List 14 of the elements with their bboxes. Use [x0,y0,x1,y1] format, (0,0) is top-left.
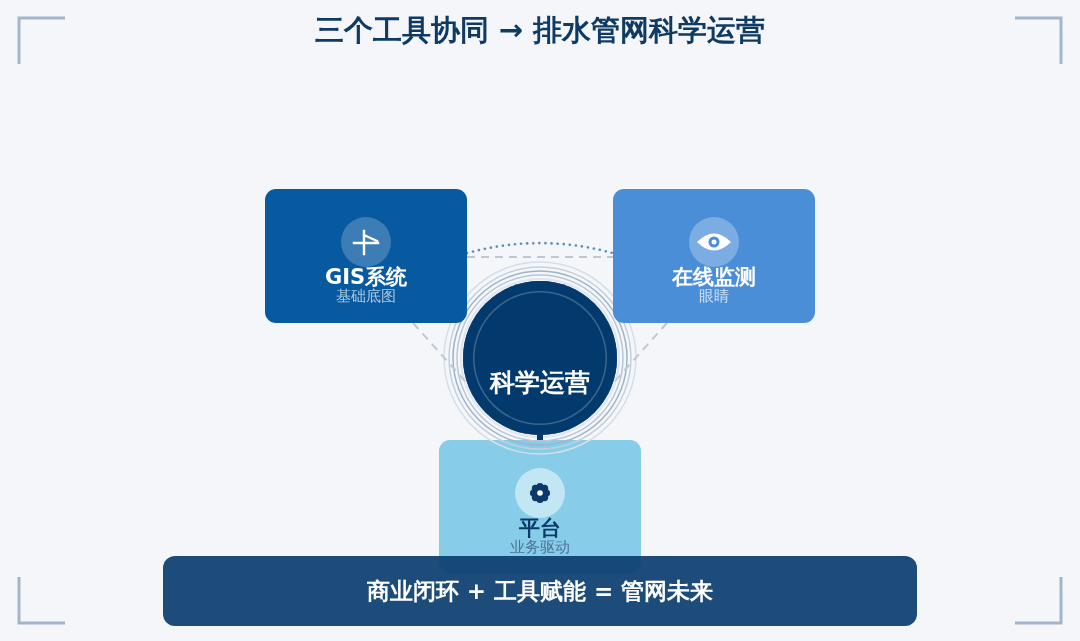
title: 三个工具协同 → 排水管网科学运营 [314,12,766,48]
tool-card [265,189,467,323]
card-subtitle: 眼睛 [699,287,729,305]
center-circle: 科学运营 [463,281,617,435]
card-title: GIS系统 [324,264,408,289]
summary-banner: 商业闭环 + 工具赋能 = 管网未来 [163,556,917,626]
card-subtitle: 业务驱动 [510,538,570,556]
card-title: 平台 [519,515,561,540]
dashed-line [466,255,614,258]
connector [537,435,543,440]
dotted-arc [465,241,615,255]
tool-card [613,189,815,323]
card-subtitle: 基础底图 [336,287,396,305]
card-title: 在线监测 [672,264,756,289]
